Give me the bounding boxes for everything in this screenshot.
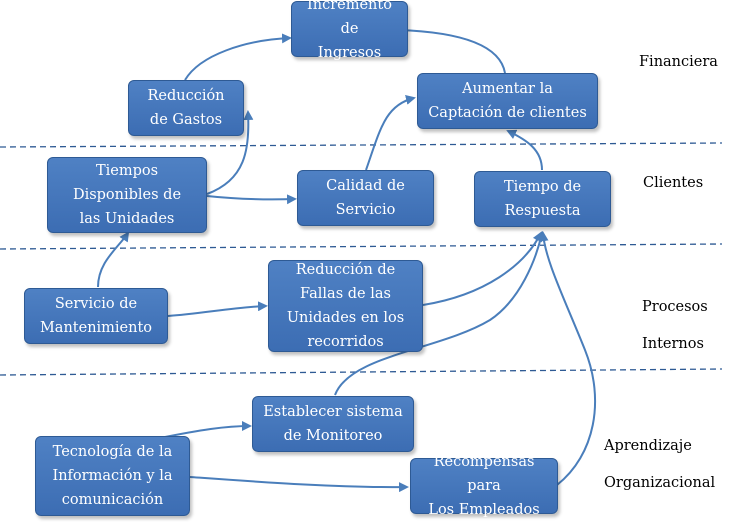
connector-tecnologia-to-monitoreo <box>159 421 252 439</box>
separator-clientes-procesos <box>0 243 723 250</box>
connector-mantenimiento-to-tiempos <box>97 231 130 288</box>
node-reduccion-fallas[interactable]: Reducción de Fallas de las Unidades en l… <box>268 260 423 352</box>
node-aumentar-captacion[interactable]: Aumentar la Captación de clientes <box>417 73 598 129</box>
connector-monitoreo-to-tiempo-respuesta <box>334 231 546 396</box>
perspective-label-organizacional: Organizacional <box>604 475 716 491</box>
perspective-label-procesos: Procesos <box>642 299 708 315</box>
connector-tiempos-to-calidad <box>206 194 297 205</box>
connector-mantenimiento-to-fallas <box>167 301 268 317</box>
perspective-label-clientes: Clientes <box>643 175 704 191</box>
connector-captacion-to-incremento <box>396 25 506 74</box>
connector-tiempo-respuesta-to-captacion <box>506 129 543 171</box>
node-tiempo-respuesta[interactable]: Tiempo de Respuesta <box>474 171 611 227</box>
node-incremento-ingresos[interactable]: Incremento de Ingresos <box>291 0 408 61</box>
connector-recompensas-to-tiempo-respuesta <box>538 231 596 486</box>
separator-financiera-clientes <box>0 142 723 148</box>
node-calidad-servicio[interactable]: Calidad de Servicio <box>297 170 434 226</box>
connector-calidad-to-captacion <box>365 95 416 171</box>
connector-tecnologia-to-recompensas <box>189 476 409 493</box>
connector-fallas-to-tiempo-respuesta <box>422 231 542 306</box>
perspective-label-financiera: Financiera <box>639 54 718 70</box>
node-tiempos-disponibles[interactable]: Tiempos Disponibles de las Unidades <box>47 157 207 233</box>
node-servicio-mantenimiento[interactable]: Servicio de Mantenimiento <box>24 288 168 344</box>
node-establecer-monitoreo[interactable]: Establecer sistema de Monitoreo <box>252 396 414 452</box>
perspective-label-internos: Internos <box>642 336 704 352</box>
connector-tiempos-to-reduccion-gastos <box>206 110 254 195</box>
perspective-label-aprendizaje: Aprendizaje <box>604 438 692 454</box>
separator-procesos-aprendizaje <box>0 368 723 376</box>
node-recompensas-empleados[interactable]: Recompensas para Los Empleados <box>410 454 558 518</box>
node-tecnologia-informacion[interactable]: Tecnología de la Información y la comuni… <box>35 436 190 516</box>
connector-reduccion-gastos-to-incremento <box>184 33 292 81</box>
node-reduccion-gastos[interactable]: Reducción de Gastos <box>128 80 244 136</box>
